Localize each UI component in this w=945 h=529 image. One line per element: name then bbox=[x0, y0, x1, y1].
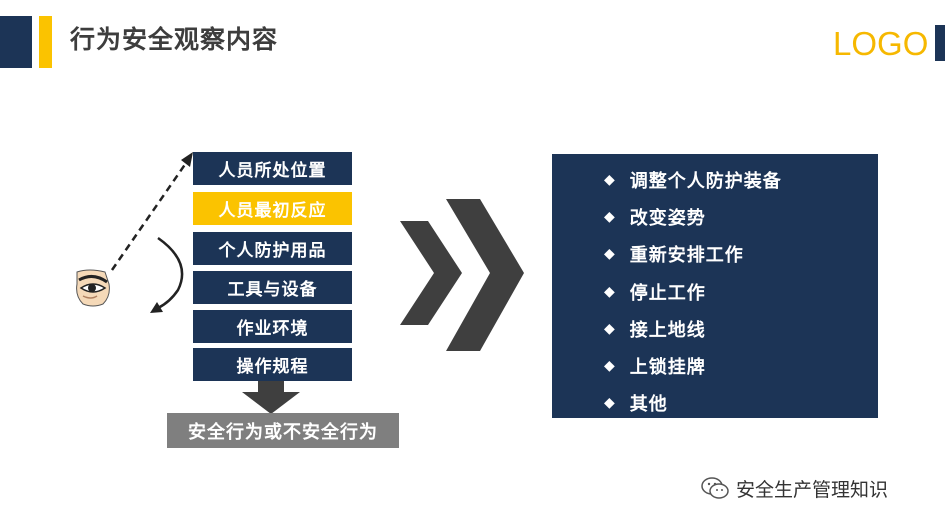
observation-item-environment: 作业环境 bbox=[193, 310, 352, 343]
observation-item-tools: 工具与设备 bbox=[193, 271, 352, 304]
watermark-text: 安全生产管理知识 bbox=[736, 478, 889, 501]
logo: LOGO bbox=[833, 25, 929, 62]
wechat-icon bbox=[701, 477, 729, 499]
diamond-bullet-icon: ◆ bbox=[604, 358, 616, 374]
observation-item-position: 人员所处位置 bbox=[193, 152, 352, 185]
observation-item-procedure: 操作规程 bbox=[193, 348, 352, 381]
double-chevron-right-icon bbox=[400, 199, 524, 351]
watermark: 安全生产管理知识 bbox=[700, 472, 888, 504]
diamond-bullet-icon: ◆ bbox=[604, 209, 616, 225]
curved-arrow bbox=[150, 236, 184, 313]
action-item: ◆调整个人防护装备 bbox=[604, 171, 782, 192]
action-item: ◆重新安排工作 bbox=[604, 245, 744, 266]
action-item: ◆其他 bbox=[604, 394, 668, 415]
diamond-bullet-icon: ◆ bbox=[604, 321, 616, 337]
result-label: 安全行为或不安全行为 bbox=[167, 413, 399, 448]
header-right-bar bbox=[935, 25, 945, 61]
header-navy-bar bbox=[0, 16, 32, 68]
diamond-bullet-icon: ◆ bbox=[604, 246, 616, 262]
down-arrow-head bbox=[242, 392, 300, 414]
actions-panel bbox=[552, 154, 878, 418]
action-item: ◆改变姿势 bbox=[604, 208, 706, 229]
action-item: ◆停止工作 bbox=[604, 283, 706, 304]
eye-icon bbox=[76, 269, 110, 307]
page-title: 行为安全观察内容 bbox=[70, 25, 279, 54]
diamond-bullet-icon: ◆ bbox=[604, 172, 616, 188]
observation-item-reaction: 人员最初反应 bbox=[193, 192, 352, 225]
header-yellow-bar bbox=[39, 16, 52, 68]
dashed-arrow bbox=[110, 152, 193, 271]
action-item: ◆接上地线 bbox=[604, 320, 706, 341]
action-item: ◆上锁挂牌 bbox=[604, 357, 706, 378]
diamond-bullet-icon: ◆ bbox=[604, 395, 616, 411]
diamond-bullet-icon: ◆ bbox=[604, 284, 616, 300]
observation-item-ppe: 个人防护用品 bbox=[193, 232, 352, 265]
